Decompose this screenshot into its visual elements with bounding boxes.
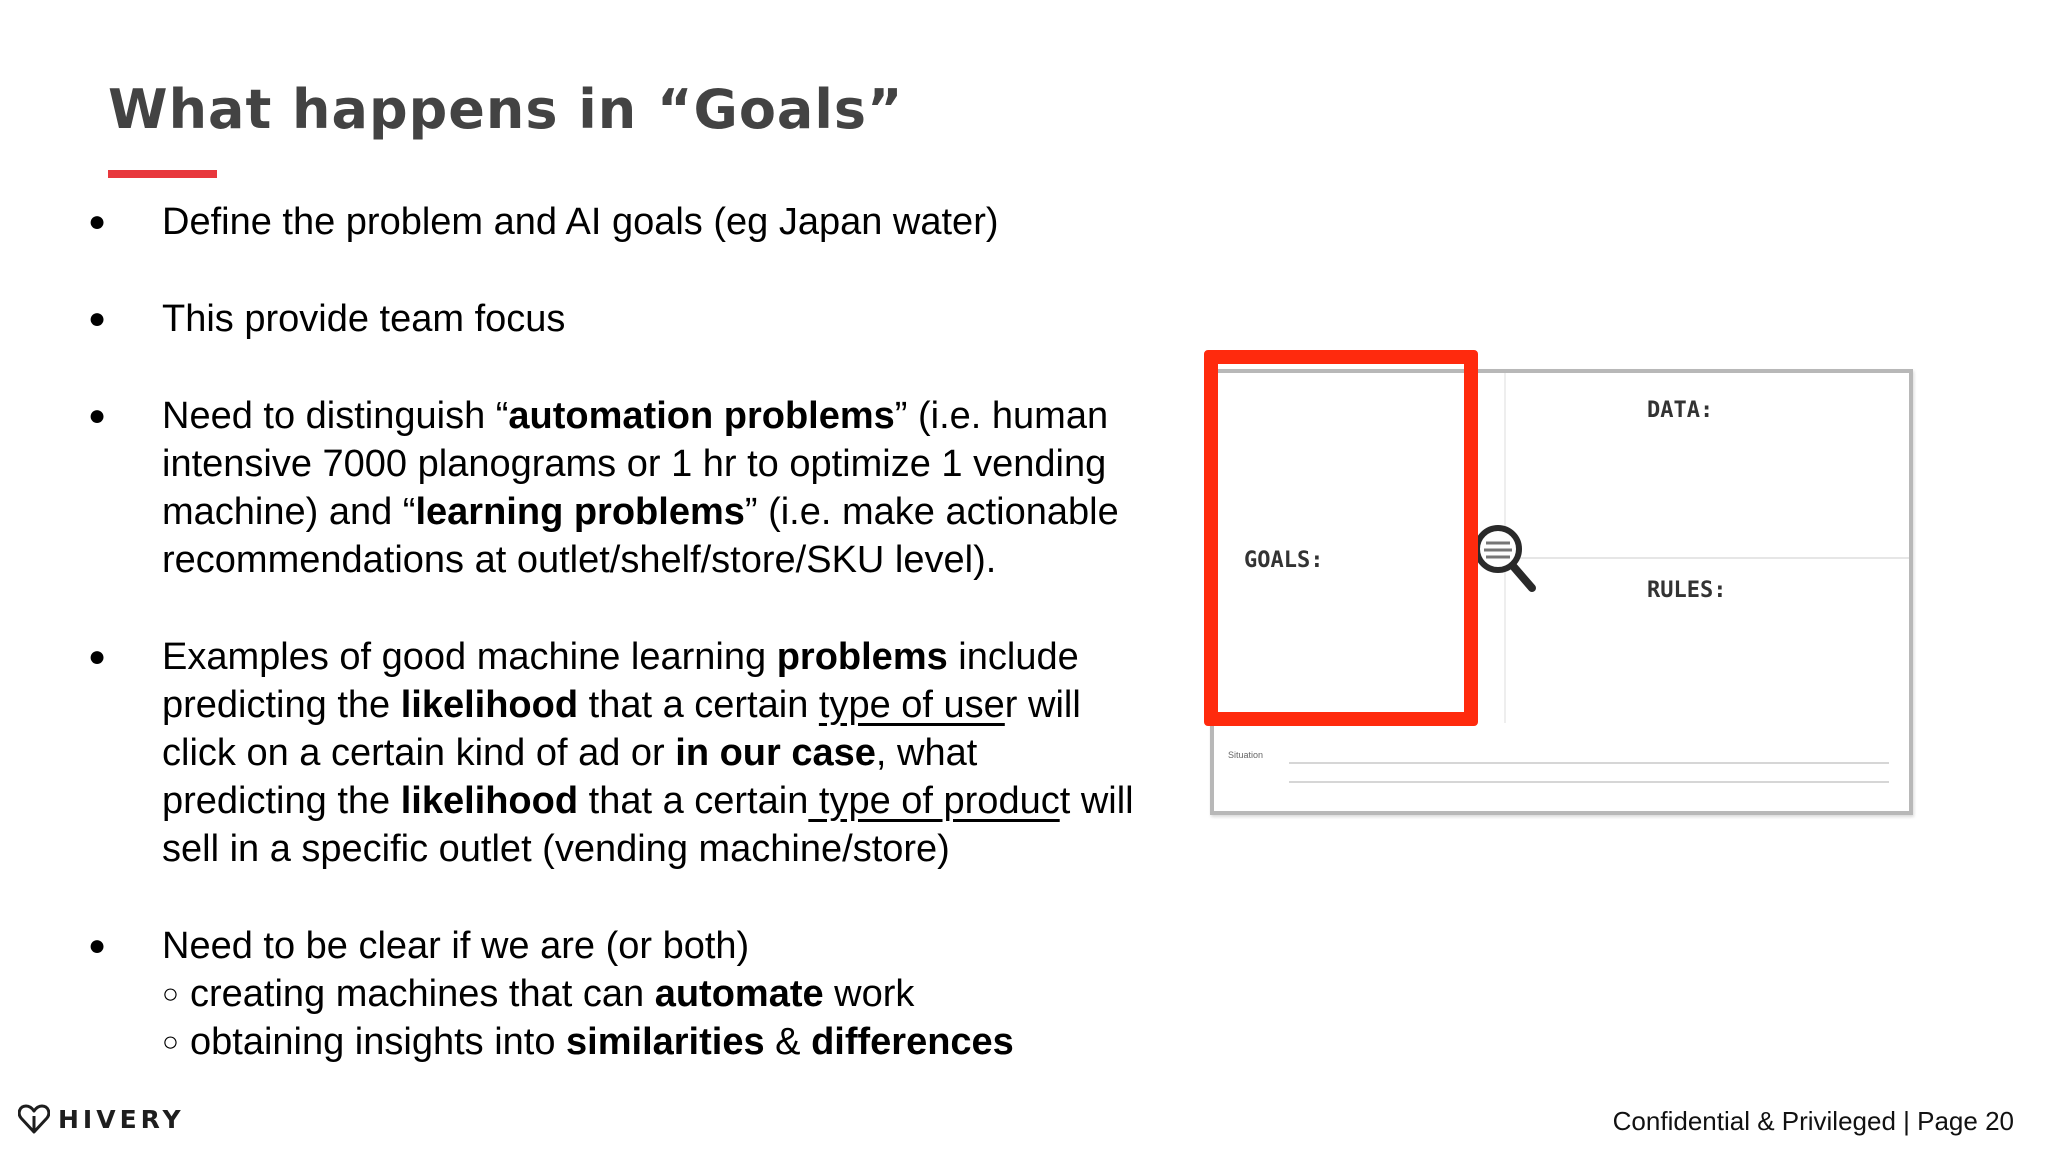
canvas-data-label: DATA: [1647,398,1714,423]
bullet-text-part: Need to distinguish “ [162,395,509,437]
heart-outline-icon [18,1104,50,1134]
footer-confidential-page: Confidential & Privileged | Page 20 [1612,1106,2014,1136]
bullet-dot: ● [88,640,107,673]
canvas-writing-line [1289,781,1889,783]
bullet-text-part: ” (i.e. make actionable recommendations … [162,491,1119,581]
sub-bullet-circle: ○ [162,978,179,1009]
bullet-text-part: r will click on a certain kind of ad or [162,684,1081,774]
bullet-list: ● Define the problem and AI goals (eg Ja… [88,198,1148,1108]
bullet-underlined-term: type of produc [808,780,1060,822]
bullet-bold-term: likelihood [400,780,579,822]
brand-name: HIVERY [58,1104,185,1134]
sub-bullet-text-part: creating machines that can [190,973,655,1015]
bullet-dot: ● [88,929,107,962]
canvas-goals-label: GOALS: [1244,548,1324,573]
bullet-distinguish-problems: ● Need to distinguish “automation proble… [88,392,1148,584]
slide-title: What happens in “Goals” [108,78,904,141]
bullet-text-part: include predicting the [162,636,1079,726]
bullet-text-part: Examples of good machine learning [162,636,777,678]
sub-bullet-text-part: & [764,1021,812,1063]
sub-bullet-bold-term: differences [811,1021,1014,1063]
sub-bullet-text-part: obtaining insights into [190,1021,567,1063]
bullet-bold-term: automation problems [508,395,895,437]
canvas-rules-label: RULES: [1647,578,1727,603]
sub-bullet-bold-term: automate [654,973,824,1015]
bullet-text-part: that a certain [578,684,819,726]
brand-logo: HIVERY [18,1104,185,1134]
bullet-examples: ● Examples of good machine learning prob… [88,633,1148,873]
bullet-dot: ● [88,302,107,335]
bullet-bold-term: in our case [675,732,876,774]
bullet-text: This provide team focus [162,298,566,340]
title-underline [108,170,217,178]
bullet-bold-term: likelihood [400,684,579,726]
sub-bullet-automate: ○ creating machines that can automate wo… [88,970,1148,1018]
bullet-text-part: , what predicting the [162,732,978,822]
sub-bullet-circle: ○ [162,1026,179,1057]
canvas-situation-label: Situation [1228,750,1264,760]
problem-canvas-image: DATA: RULES: GOALS: Situation [1210,369,1913,815]
bullet-text-part: that a certain [578,780,809,822]
canvas-writing-line [1289,762,1889,764]
goals-highlight-box [1204,350,1478,726]
sub-bullet-list: ○ creating machines that can automate wo… [88,970,1148,1066]
bullet-dot: ● [88,205,107,238]
bullet-team-focus: ● This provide team focus [88,295,1148,343]
canvas-divider-horizontal [1506,557,1909,559]
bullet-underlined-term: type of use [818,684,1005,726]
bullet-bold-term: problems [776,636,948,678]
sub-bullet-bold-term: similarities [566,1021,765,1063]
bullet-text-part: t will sell in a specific outlet (vendin… [162,780,1134,870]
bullet-dot: ● [88,399,107,432]
magnifier-icon [1474,525,1536,592]
sub-bullet-insights: ○ obtaining insights into similarities &… [88,1018,1148,1066]
bullet-text-part: ” (i.e. human intensive 7000 planograms … [162,395,1109,533]
bullet-text: Need to be clear if we are (or both) [162,925,750,967]
sub-bullet-text-part: work [823,973,915,1015]
bullet-text: Define the problem and AI goals (eg Japa… [162,201,999,243]
bullet-bold-term: learning problems [415,491,745,533]
bullet-define-problem: ● Define the problem and AI goals (eg Ja… [88,198,1148,246]
bullet-be-clear: ● Need to be clear if we are (or both) ○… [88,922,1148,1066]
